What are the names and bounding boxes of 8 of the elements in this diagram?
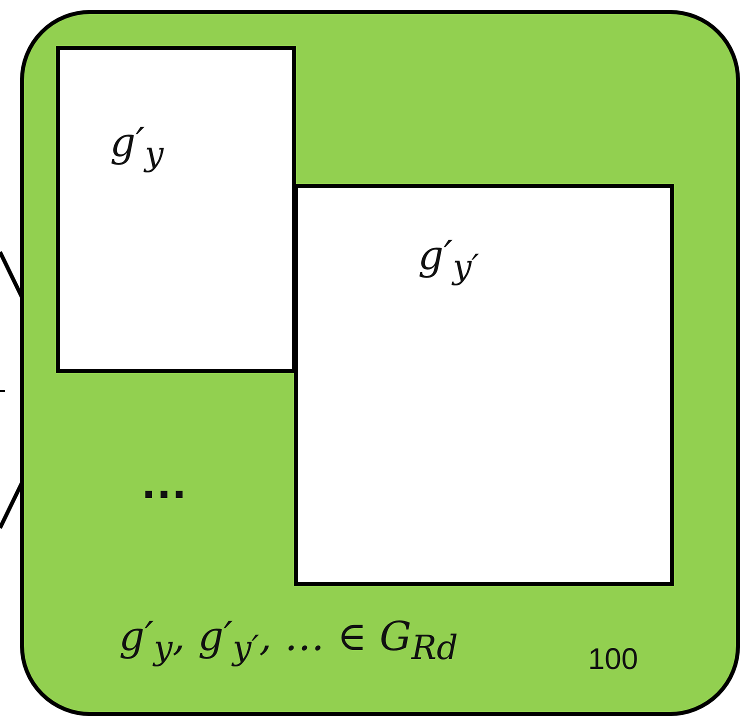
math-label: g′$_{y′}$ [418,233,480,286]
ellipsis-text: … [140,455,188,510]
element-box [56,46,296,373]
reference-number: 100 [588,643,638,677]
math-label: g′$_{y}$, g′$_{y′}$, … ∈ G$_{Rd}$ [119,614,458,667]
math-label: g′$_{y}$ [110,120,164,173]
element-box [294,184,674,586]
group-panel [20,10,740,716]
